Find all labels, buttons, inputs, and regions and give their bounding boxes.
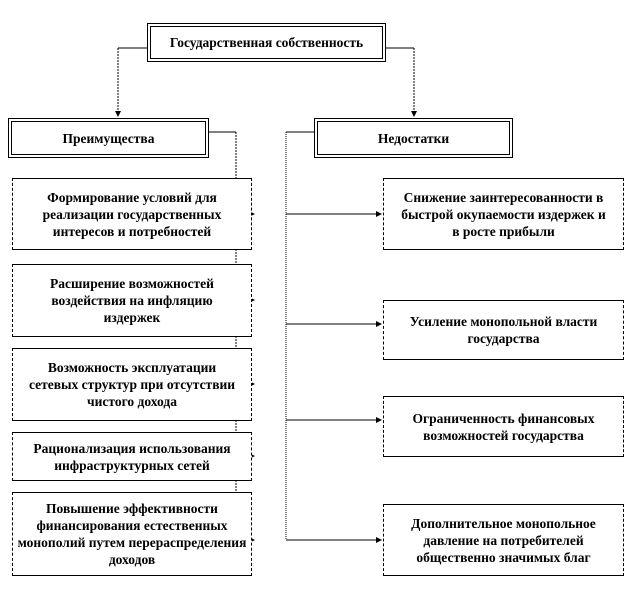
advantage-item: Формирование условий для реализации госу… xyxy=(12,178,252,250)
advantage-text: Рационализация использования инфраструкт… xyxy=(33,440,231,473)
disadvantage-text: Усиление монопольной власти государства xyxy=(409,314,598,346)
advantage-text: Формирование условий для реализации госу… xyxy=(42,189,222,239)
disadvantages-header: Недостатки xyxy=(314,118,513,158)
disadvantage-item: Снижение заинтересованности в быстрой ок… xyxy=(383,178,624,250)
advantage-item: Рационализация использования инфраструкт… xyxy=(12,432,252,481)
advantage-text: Возможность эксплуатации сетевых структу… xyxy=(28,360,236,409)
advantages-header: Преимущества xyxy=(8,118,209,158)
advantage-item: Возможность эксплуатации сетевых структу… xyxy=(12,348,252,421)
advantage-item: Повышение эффективности финансирования е… xyxy=(12,492,252,576)
disadvantage-item: Дополнительное монопольное давление на п… xyxy=(383,504,624,576)
disadvantage-item: Ограниченность финансовых возможностей г… xyxy=(383,396,624,457)
disadvantage-item: Усиление монопольной власти государства xyxy=(383,300,624,360)
disadvantages-header-text: Недостатки xyxy=(377,130,450,146)
title-text: Государственная собственность xyxy=(169,35,364,50)
advantage-item: Расширение возможностей воздействия на и… xyxy=(12,264,252,337)
disadvantage-text: Ограниченность финансовых возможностей г… xyxy=(412,410,595,443)
disadvantage-text: Дополнительное монопольное давление на п… xyxy=(411,515,596,565)
advantage-text: Расширение возможностей воздействия на и… xyxy=(50,276,214,325)
title-box: Государственная собственность xyxy=(147,23,386,62)
advantage-text: Повышение эффективности финансирования е… xyxy=(17,501,247,567)
disadvantage-text: Снижение заинтересованности в быстрой ок… xyxy=(401,189,606,239)
advantages-header-text: Преимущества xyxy=(62,130,155,146)
